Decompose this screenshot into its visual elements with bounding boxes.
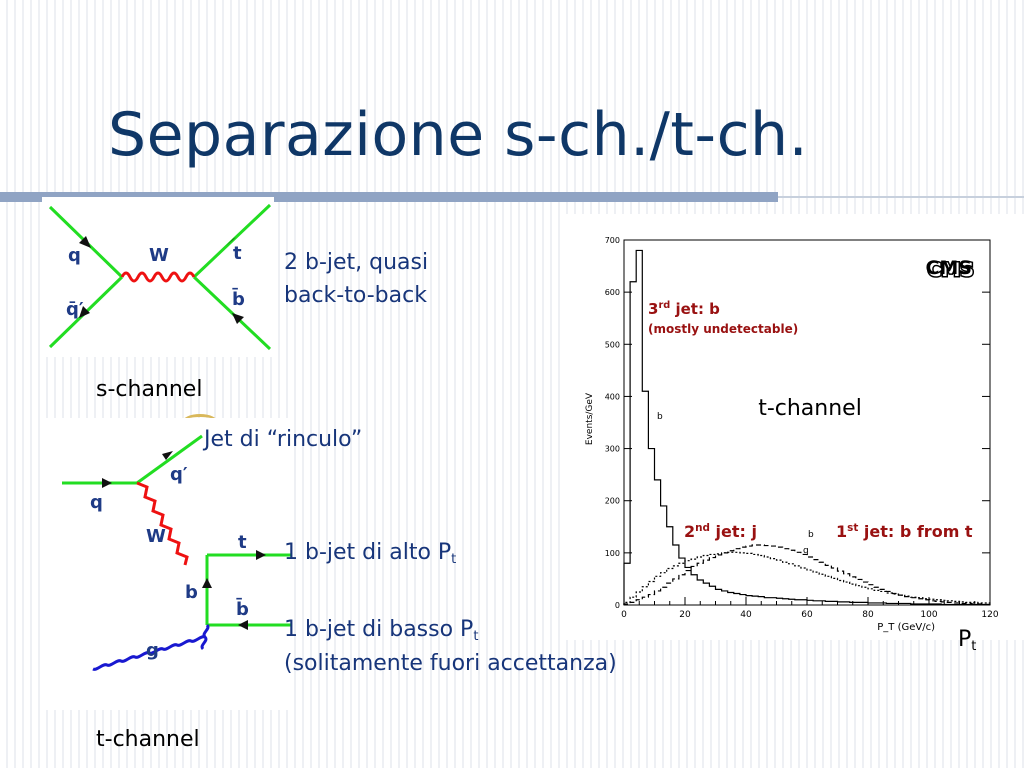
- annotation-2nd-jet: 2nd jet: j: [684, 522, 757, 541]
- s-channel-note-1: 2 b-jet, quasi: [284, 250, 429, 275]
- y-tick-label: 600: [605, 288, 620, 297]
- t-channel-svg: q q′ W t b b̄ g: [62, 434, 292, 671]
- x-tick-label: 20: [679, 610, 691, 620]
- inset-label-t-channel: t-channel: [758, 396, 862, 421]
- y-axis-label: Events/GeV: [585, 392, 595, 445]
- t-channel-caption: t-channel: [96, 727, 200, 752]
- annotation-3rd-jet: 3rd jet: b: [648, 300, 720, 318]
- s-w-label: W: [149, 245, 169, 266]
- high-pt-note: 1 b-jet di alto Pt: [284, 540, 457, 567]
- slide-title: Separazione s-ch./t-ch.: [108, 100, 809, 170]
- s-channel-caption: s-channel: [96, 377, 203, 402]
- pt-histogram: 0 100 200 300 400 500 600 700 0 20 40 60 80 100 120P_T…: [585, 236, 999, 633]
- y-tick-label: 200: [605, 497, 620, 506]
- y-tick-label: 0: [615, 601, 620, 610]
- annotation-mostly-undetectable: (mostly undetectable): [648, 322, 798, 336]
- low-pt-note-2: (solitamente fuori accettanza): [284, 651, 617, 676]
- s-channel-svg: q q̄′ W t b̄: [48, 203, 272, 351]
- annotation-1st-jet: 1st jet: b from t: [836, 522, 973, 541]
- decorative-bullet: [182, 414, 218, 431]
- s-channel-note-2: back-to-back: [284, 283, 427, 308]
- low-pt-note: 1 b-jet di basso Pt: [284, 617, 479, 644]
- series-name-label: b: [657, 412, 663, 422]
- s-qbar-label: q̄′: [66, 299, 84, 320]
- title-rule-thin: [778, 196, 1024, 198]
- cms-badge-outline: CMS: [927, 259, 974, 281]
- y-tick-label: 300: [605, 445, 620, 454]
- series-0-solid: [623, 249, 991, 606]
- title-rule: [0, 192, 778, 202]
- cms-badge: CMS: [925, 257, 972, 279]
- series-name-label: q: [803, 546, 809, 556]
- y-tick-label: 100: [605, 549, 620, 558]
- pt-axis-label: Pt: [958, 627, 977, 654]
- series-2-dashed: [623, 544, 991, 606]
- x-tick-label: 40: [740, 610, 752, 620]
- t-t-label: t: [238, 532, 247, 553]
- t-b-label: b: [185, 582, 198, 603]
- t-g-label: g: [146, 640, 159, 661]
- x-axis-label: P_T (GeV/c): [877, 622, 935, 633]
- x-tick-label: 60: [801, 610, 813, 620]
- s-bbar-label: b̄: [232, 288, 245, 310]
- x-tick-label: 0: [621, 610, 627, 620]
- y-tick-label: 400: [605, 392, 620, 401]
- x-tick-label: 120: [981, 610, 998, 620]
- series-name-label: b: [808, 530, 814, 540]
- t-channel-diagram: q q′ W t b b̄ g: [42, 418, 292, 710]
- s-q-label: q: [68, 245, 81, 266]
- t-w-label: W: [146, 526, 166, 547]
- t-q-label: q: [90, 492, 103, 513]
- y-tick-label: 500: [605, 340, 620, 349]
- y-tick-label: 700: [605, 236, 620, 245]
- x-tick-label: 80: [862, 610, 874, 620]
- s-t-label: t: [233, 243, 242, 264]
- s-channel-diagram: q q̄′ W t b̄: [42, 197, 274, 357]
- t-qprime-label: q′: [170, 464, 188, 485]
- recoil-jet-note: Jet di “rinculo”: [204, 427, 363, 452]
- x-tick-label: 100: [920, 610, 937, 620]
- series-1-dotted: [623, 551, 991, 605]
- t-bbar-label: b̄: [236, 598, 249, 620]
